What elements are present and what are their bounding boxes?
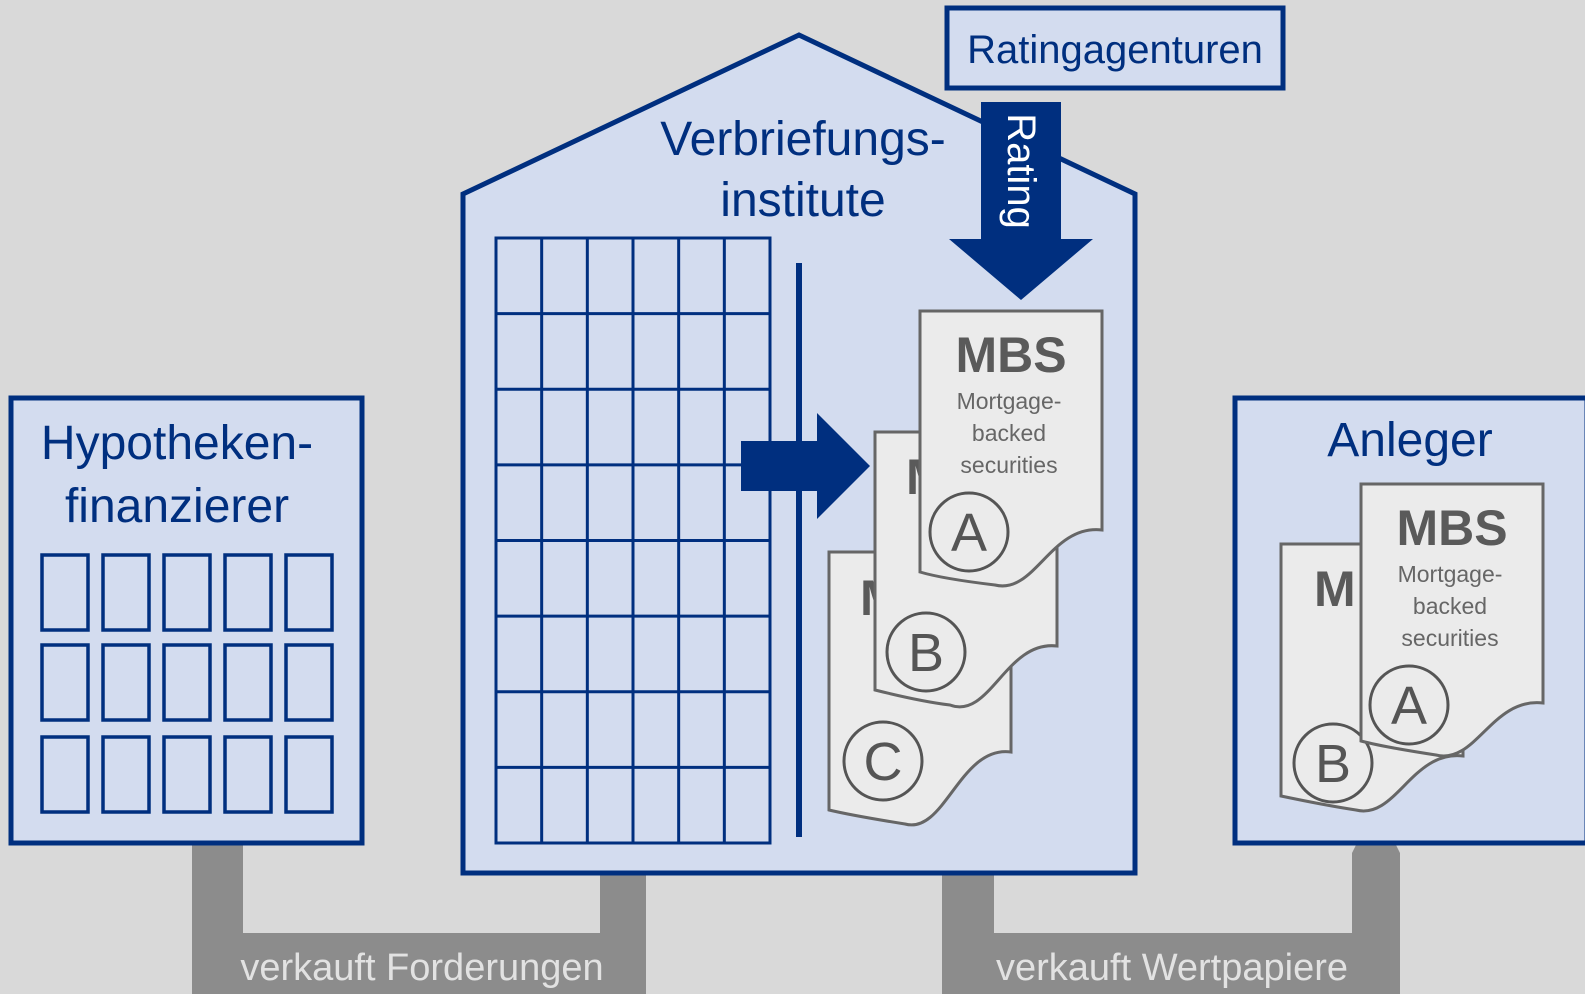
mbs-subtitle-line2: backed bbox=[972, 420, 1046, 446]
ratingagenturen-label: Ratingagenturen bbox=[967, 28, 1263, 72]
svg-text:B: B bbox=[908, 623, 944, 683]
window-cell bbox=[101, 553, 151, 632]
svg-text:A: A bbox=[951, 503, 987, 563]
window-cell bbox=[284, 553, 334, 632]
window-cell bbox=[284, 643, 334, 722]
mbs-title: MBS bbox=[1396, 500, 1507, 556]
window-cell bbox=[223, 643, 273, 722]
window-cell bbox=[40, 735, 90, 814]
hypothekenfinanzierer-label-line1: Hypotheken- bbox=[41, 417, 313, 470]
flow-arrow-forderungen bbox=[192, 805, 646, 994]
mbs-subtitle-line2: backed bbox=[1413, 593, 1487, 619]
mbs-stack-verbriefung: M C M B MBS Mortgage- backed securities bbox=[827, 309, 1104, 827]
verkauft-forderungen-label: verkauft Forderungen bbox=[240, 947, 603, 989]
verkauft-wertpapiere-label: verkauft Wertpapiere bbox=[996, 947, 1348, 989]
mbs-subtitle-line3: securities bbox=[960, 452, 1057, 478]
loan-grid bbox=[494, 236, 772, 845]
window-cell bbox=[162, 553, 212, 632]
window-cell bbox=[101, 735, 151, 814]
tranche-b-badge: B bbox=[1292, 722, 1374, 804]
mbs-document-a: MBS Mortgage- backed securities A bbox=[1359, 482, 1545, 758]
bundling-arrow bbox=[741, 413, 870, 519]
verbriefungsinstitute-label-line2: institute bbox=[720, 174, 885, 227]
anleger-label: Anleger bbox=[1327, 414, 1492, 467]
mbs-subtitle-line1: Mortgage- bbox=[957, 388, 1062, 414]
verbriefungsinstitute-label-line1: Verbriefungs- bbox=[660, 113, 946, 166]
mbs-stack-anleger: M B MBS Mortgage- backed securities A bbox=[1279, 482, 1545, 813]
hypothekenfinanzierer-box bbox=[8, 395, 365, 846]
flow-arrow-wertpapiere bbox=[942, 805, 1400, 994]
mbs-subtitle-line1: Mortgage- bbox=[1398, 561, 1503, 587]
hypothekenfinanzierer-windows bbox=[40, 553, 334, 814]
hypothekenfinanzierer-label-line2: finanzierer bbox=[65, 480, 289, 533]
svg-text:A: A bbox=[1391, 676, 1427, 736]
tranche-a-badge: A bbox=[1368, 664, 1450, 746]
window-cell bbox=[284, 735, 334, 814]
window-cell bbox=[40, 553, 90, 632]
window-cell bbox=[162, 643, 212, 722]
mbs-document-a: MBS Mortgage- backed securities A bbox=[918, 309, 1104, 588]
tranche-a-badge: A bbox=[928, 491, 1010, 573]
mbs-title-partial: M bbox=[1314, 561, 1356, 617]
rating-arrow-label: Rating bbox=[999, 113, 1043, 229]
mbs-subtitle-line3: securities bbox=[1401, 625, 1498, 651]
rating-arrow bbox=[949, 102, 1093, 300]
window-cell bbox=[101, 643, 151, 722]
ratingagenturen-box bbox=[944, 5, 1286, 91]
svg-text:C: C bbox=[864, 732, 903, 792]
window-cell bbox=[223, 735, 273, 814]
tranche-c-badge: C bbox=[842, 720, 924, 802]
mbs-title: MBS bbox=[955, 327, 1066, 383]
window-cell bbox=[223, 553, 273, 632]
window-cell bbox=[162, 735, 212, 814]
window-cell bbox=[40, 643, 90, 722]
svg-text:B: B bbox=[1315, 734, 1351, 794]
tranche-b-badge: B bbox=[885, 611, 967, 693]
